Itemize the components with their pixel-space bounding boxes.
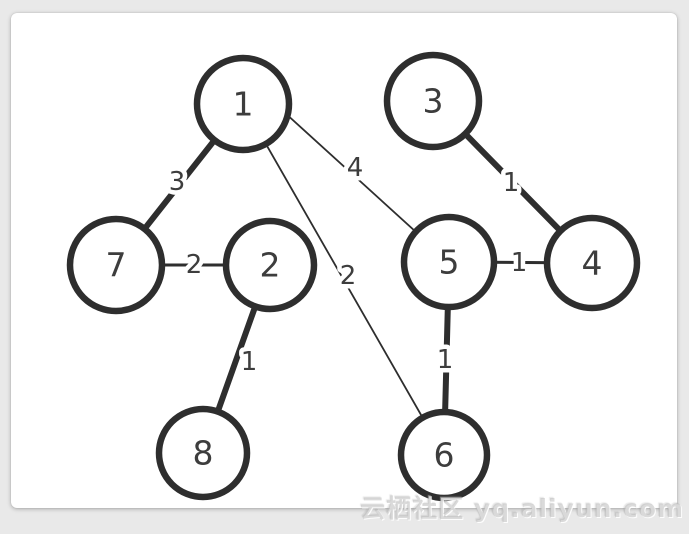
- node-label-7: 7: [106, 246, 127, 285]
- graph-node-4: [543, 214, 641, 312]
- node-label-8: 8: [193, 434, 214, 473]
- graph-node-5: [400, 213, 498, 311]
- graph-node-6: [397, 408, 491, 502]
- node-label-6: 6: [434, 436, 455, 475]
- edge-weight-label-1-5: 4: [347, 153, 364, 183]
- node-label-4: 4: [582, 244, 603, 283]
- graph-node-2: [222, 217, 318, 313]
- graph-node-7: [66, 215, 166, 315]
- edge-weight-label-7-2: 2: [186, 250, 203, 280]
- graph-node-3: [383, 51, 483, 151]
- edge-weight-label-1-7: 3: [169, 167, 186, 197]
- node-label-3: 3: [423, 82, 444, 121]
- edge-weight-label-5-6: 1: [437, 345, 454, 375]
- edge-weight-label-1-6: 2: [340, 261, 357, 291]
- graph-node-1: [193, 54, 293, 154]
- graph-edge-1-6: [242, 103, 445, 456]
- edge-weight-label-3-4: 1: [503, 168, 520, 198]
- edge-weight-label-2-8: 1: [241, 347, 258, 377]
- node-label-1: 1: [233, 85, 254, 124]
- node-label-2: 2: [260, 246, 281, 285]
- graph-node-8: [155, 405, 251, 501]
- node-label-5: 5: [439, 243, 460, 282]
- edge-weight-label-5-4: 1: [511, 248, 528, 278]
